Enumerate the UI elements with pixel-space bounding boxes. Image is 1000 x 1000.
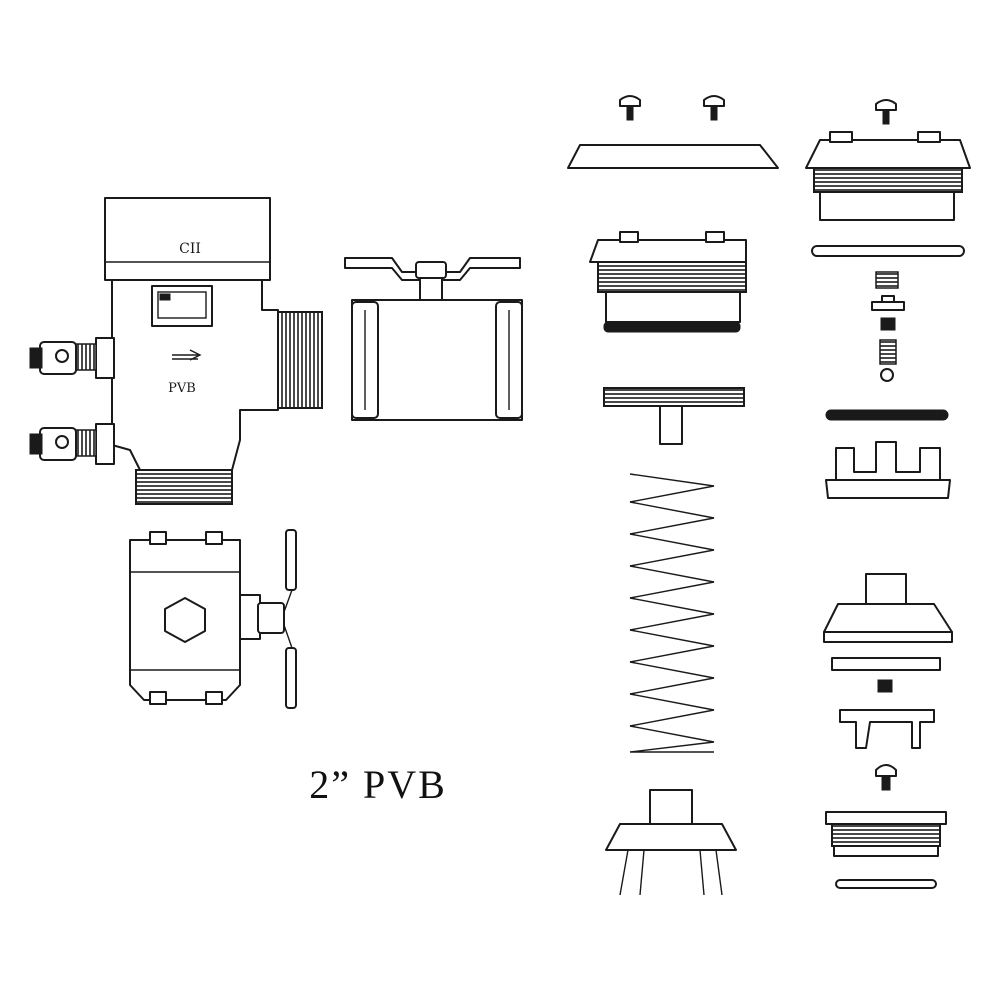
poppet-seal	[603, 387, 745, 407]
ball-valve-handle	[344, 257, 521, 281]
air-inlet-spring	[875, 271, 899, 289]
check-disc	[831, 657, 941, 671]
inlet-thread	[135, 469, 233, 505]
air-inlet-cage	[825, 441, 951, 499]
diagram-title: 2” PVB	[309, 762, 447, 807]
outlet-thread	[277, 311, 323, 409]
canopy-screw	[875, 99, 897, 125]
check-nut	[877, 679, 893, 693]
poppet-spring	[629, 473, 715, 753]
valve-body	[111, 279, 279, 471]
hex-plug	[164, 597, 206, 643]
bonnet-cap	[104, 197, 271, 281]
test-cock-upper	[29, 337, 115, 379]
seat-o-ring	[835, 879, 937, 889]
flow-arrow-icon	[172, 349, 202, 361]
pvb-side-view	[129, 529, 297, 709]
bonnet	[589, 231, 747, 333]
canopy-o-ring	[811, 245, 965, 257]
body-label-mid: PVB	[168, 381, 196, 396]
bonnet-cover	[567, 144, 779, 169]
check-valve-assembly	[605, 789, 737, 896]
check-screw	[875, 764, 897, 791]
check-disc-holder	[823, 573, 953, 643]
check-seat	[825, 811, 947, 857]
ball	[880, 368, 894, 382]
check-guide	[839, 709, 935, 749]
o-ring-2	[825, 409, 949, 421]
canopy	[805, 131, 971, 221]
test-cock-lower	[29, 423, 115, 465]
pvb-body-front	[104, 197, 323, 505]
poppet-stem	[659, 405, 683, 445]
body-label-top: CII	[179, 241, 201, 257]
bonnet-screws	[619, 95, 725, 121]
ball-valve-side	[344, 257, 523, 421]
air-inlet-disc	[871, 295, 905, 331]
